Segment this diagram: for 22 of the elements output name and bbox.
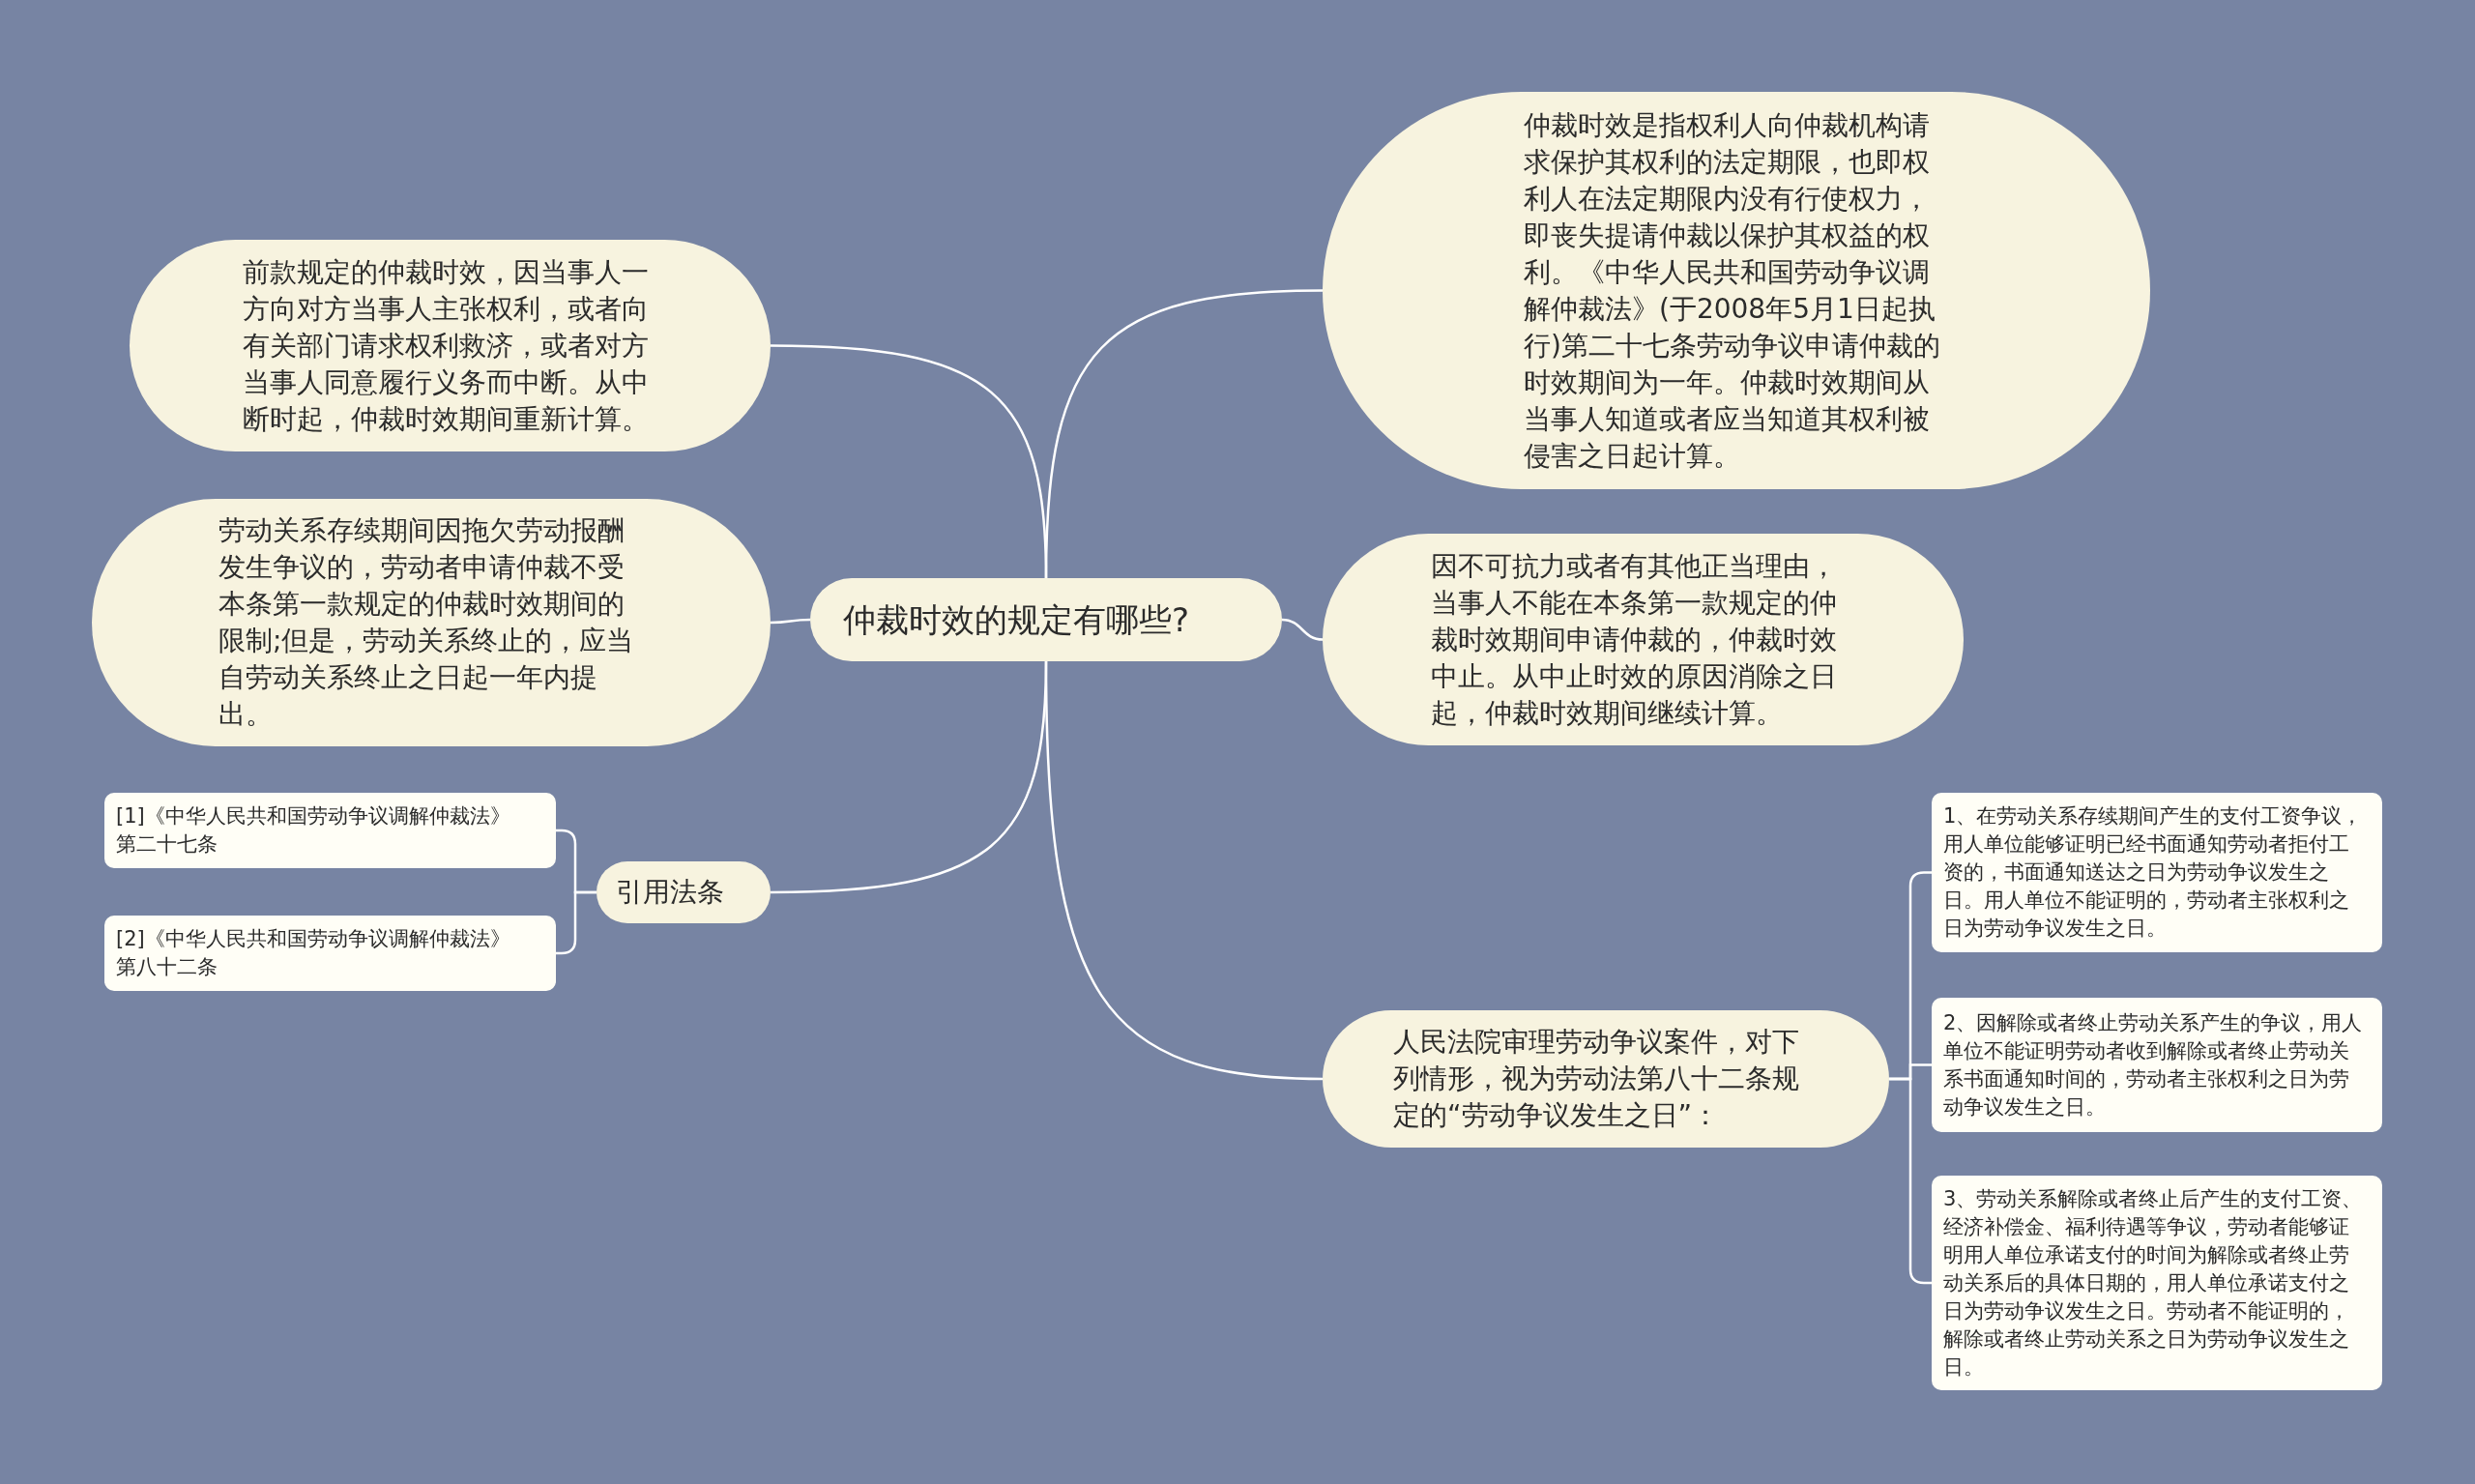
topic-text: 1、在劳动关系存续期间产生的支付工资争议，用人单位能够证明已经书面通知劳动者拒付工资的，书面通知送达之日为劳动争议发生之日。用人单位不能证明的，劳动者主张权利之日为劳动争议发生之日。 [1943,803,2364,942]
topic-text: 仲裁时效是指权利人向仲裁机构请求保护其权利的法定期限，也即权利人在法定期限内没有行使权力，即丧失提请仲裁以保护其权益的权利。《中华人民共和国劳动争议调解仲裁法》(于2008年5月1日起执行)第二十七条劳动争议申请仲裁的时效期间为一年。仲裁时效期间从当事人知道或者应当知道其权利被侵害之日起计算。 [1524,107,1941,474]
connector-line [770,344,1048,579]
connector-line [771,618,810,625]
topic-text: 3、劳动关系解除或者终止后产生的支付工资、经济补偿金、福利待遇等争议，劳动者能够证明用人单位承诺支付的时间为解除或者终止劳动关系后的具体日期的，用人单位承诺支付之日为劳动争议发生之日。劳动者不能证明的，解除或者终止劳动关系之日为劳动争议发生之日。 [1943,1185,2364,1381]
connector-line [1044,661,1324,1081]
topic-text: 2、因解除或者终止劳动关系产生的争议，用人单位不能证明劳动者收到解除或者终止劳动关系书面通知时间的，劳动者主张权利之日为劳动争议发生之日。 [1943,1009,2364,1120]
topic-text: 引用法条 [616,875,725,910]
central-topic-text: 仲裁时效的规定有哪些? [843,599,1191,641]
connector-line [1281,618,1324,641]
topic-text: [2]《中华人民共和国劳动争议调解仲裁法》第八十二条 [116,926,511,980]
subtopic-card [1932,998,2382,1132]
subtopic-card [1932,793,2382,952]
connector-line [1889,1077,1932,1285]
topic-text: 人民法院审理劳动争议案件，对下列情形，视为劳动法第八十二条规定的“劳动争议发生之日”： [1393,1025,1800,1133]
topic-text: 前款规定的仲裁时效，因当事人一方向对方当事人主张权利，或者向有关部门请求权利救济，或者对方当事人同意履行义务而中断。从中断时起，仲裁时效期间重新计算。 [242,254,650,437]
topic-text: 劳动关系存续期间因拖欠劳动报酬发生争议的，劳动者申请仲裁不受本条第一款规定的仲裁时效期间的限制;但是，劳动关系终止的，应当自劳动关系终止之日起一年内提出。 [218,513,635,732]
subtopic-card [1932,1176,2382,1390]
topic-text: [1]《中华人民共和国劳动争议调解仲裁法》第二十七条 [116,803,511,858]
topic-text: 因不可抗力或者有其他正当理由，当事人不能在本条第一款规定的仲裁时效期间申请仲裁的，仲裁时效中止。从中止时效的原因消除之日起，仲裁时效期间继续计算。 [1430,548,1838,731]
subtopic-card [104,916,556,991]
subtopic-card [104,793,556,868]
